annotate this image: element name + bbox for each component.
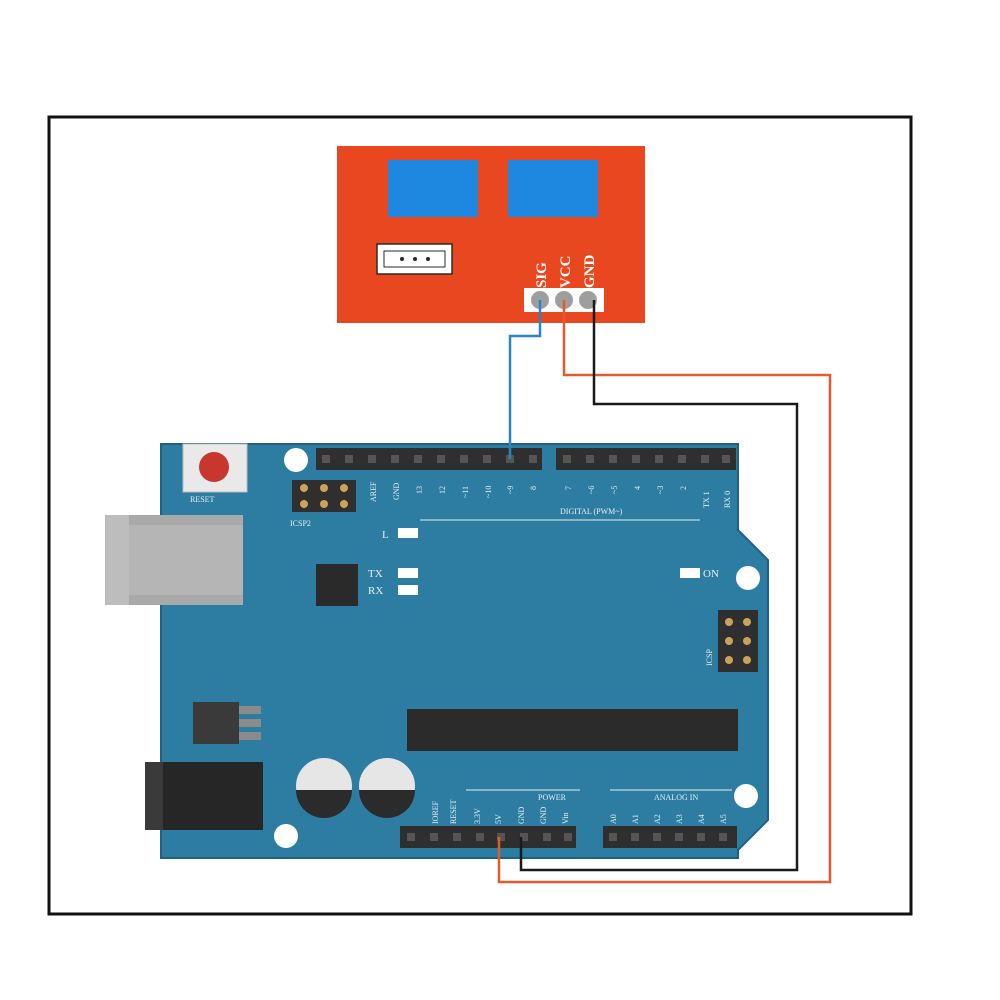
digital-pin-label: GND bbox=[392, 482, 401, 500]
digital-pin-label: TX 1 bbox=[702, 491, 711, 508]
microcontroller-chip bbox=[407, 709, 738, 751]
digital-label: DIGITAL (PWM~) bbox=[560, 507, 623, 516]
wire-signal bbox=[508, 300, 542, 459]
analog-pin-label: A4 bbox=[697, 814, 706, 824]
icsp2-header bbox=[292, 480, 356, 512]
relay-pin-label-vcc: VCC bbox=[558, 256, 574, 289]
mounting-hole bbox=[284, 448, 308, 472]
power-pin-label: 5V bbox=[494, 814, 503, 824]
analog-pin-label: A1 bbox=[631, 814, 640, 824]
relay-block bbox=[508, 160, 598, 217]
wire-gnd bbox=[519, 300, 799, 872]
analog-label: ANALOG IN bbox=[654, 793, 698, 802]
digital-pin-label: RX 0 bbox=[723, 491, 732, 508]
power-pin-label: Vin bbox=[561, 812, 570, 824]
led-rx bbox=[398, 585, 418, 595]
power-pin-label: 3.3V bbox=[473, 808, 482, 824]
led-rx-label: RX bbox=[368, 585, 383, 597]
power-pin-labels: IOREF RESET 3.3V 5V GND GND Vin bbox=[431, 799, 570, 824]
relay-terminal-connector bbox=[376, 243, 453, 275]
analog-pin-label: A0 bbox=[609, 814, 618, 824]
wire-vcc bbox=[497, 300, 832, 884]
mounting-hole bbox=[736, 566, 760, 590]
digital-pin-label: AREF bbox=[369, 481, 378, 502]
power-header bbox=[400, 826, 576, 848]
icsp-header bbox=[718, 610, 758, 672]
usb-connector bbox=[105, 515, 243, 605]
icsp2-label: ICSP2 bbox=[290, 519, 311, 528]
relay-pin-label-sig: SIG bbox=[534, 262, 550, 288]
icsp-label: ICSP bbox=[705, 649, 714, 666]
digital-pin-label: ~3 bbox=[656, 486, 665, 494]
digital-pin-label: 13 bbox=[415, 486, 424, 494]
led-tx-label: TX bbox=[368, 568, 383, 580]
mounting-hole bbox=[274, 824, 298, 848]
mounting-hole bbox=[734, 784, 758, 808]
digital-pin-label: ~9 bbox=[506, 486, 515, 494]
digital-pin-label: 4 bbox=[633, 486, 642, 490]
relay-module: SIG VCC GND bbox=[337, 146, 645, 323]
analog-pin-label: A3 bbox=[675, 814, 684, 824]
power-pin-label: IOREF bbox=[431, 800, 440, 824]
power-pin-label: RESET bbox=[449, 799, 458, 824]
digital-pin-label: 7 bbox=[564, 486, 573, 490]
analog-pin-label: A5 bbox=[719, 814, 728, 824]
led-l bbox=[398, 528, 418, 538]
led-tx bbox=[398, 568, 418, 578]
analog-pin-label: A2 bbox=[653, 814, 662, 824]
reset-button-cap[interactable] bbox=[199, 452, 229, 482]
voltage-regulator bbox=[193, 702, 261, 744]
reset-label: RESET bbox=[190, 495, 215, 504]
relay-pin-gnd bbox=[579, 291, 597, 309]
power-pin-label: GND bbox=[539, 806, 548, 824]
digital-pin-labels: AREF GND 13 12 ~11 ~10 ~9 8 7 ~6 ~5 4 ~3… bbox=[369, 481, 732, 508]
analog-pin-labels: A0 A1 A2 A3 A4 A5 bbox=[609, 814, 728, 824]
led-on bbox=[680, 568, 700, 578]
digital-pin-label: 2 bbox=[679, 486, 688, 490]
analog-header bbox=[603, 826, 737, 848]
digital-pin-label: ~11 bbox=[461, 486, 470, 498]
digital-pin-label: ~6 bbox=[587, 486, 596, 494]
digital-pin-label: 8 bbox=[529, 486, 538, 490]
digital-header-left bbox=[316, 448, 542, 470]
usb-interface-chip bbox=[316, 564, 358, 606]
power-label: POWER bbox=[538, 793, 567, 802]
reset-button[interactable] bbox=[182, 443, 248, 493]
relay-block bbox=[388, 160, 478, 217]
led-on-label: ON bbox=[703, 568, 719, 580]
led-l-label: L bbox=[382, 529, 389, 541]
power-pin-label: GND bbox=[517, 806, 526, 824]
digital-pin-label: 12 bbox=[438, 486, 447, 494]
capacitor bbox=[296, 758, 352, 818]
wires bbox=[497, 300, 832, 884]
relay-pin-label-gnd: GND bbox=[582, 255, 598, 289]
arduino-board-outline bbox=[160, 443, 769, 859]
digital-pin-label: ~5 bbox=[610, 486, 619, 494]
dc-power-jack bbox=[145, 762, 263, 830]
digital-header-right bbox=[556, 448, 736, 470]
arduino-uno-board: RESET ICSP2 bbox=[105, 443, 769, 859]
digital-pin-label: ~10 bbox=[484, 486, 493, 498]
capacitor bbox=[359, 758, 415, 818]
